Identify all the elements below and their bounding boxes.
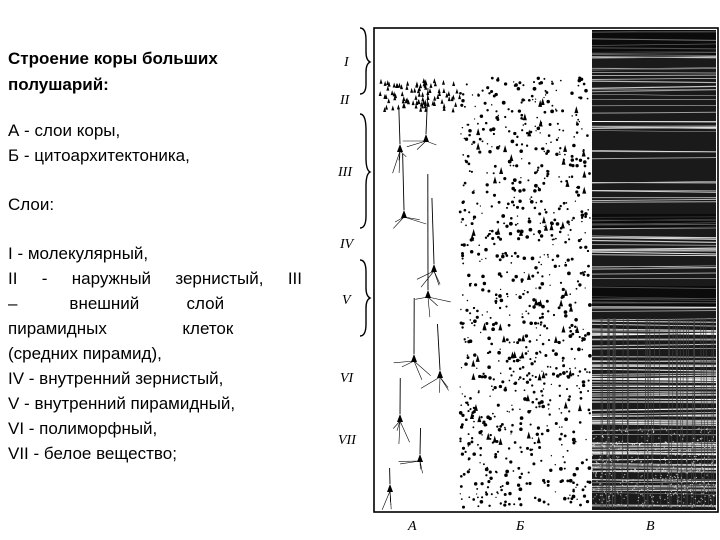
column-b-cells [458,76,592,509]
layer-desc-3: – внешний слой [8,294,225,313]
layer-label-6: VI [340,371,355,386]
layer-brackets [359,27,372,337]
layers-heading: Слои: [8,195,55,214]
bracket-layer-5 [359,259,372,337]
layer-desc-7: V - внутренний пирамидный, [8,394,236,413]
column-label-v: В [646,519,655,534]
layer-label-1: I [343,55,350,70]
layer-label-7: VII [338,433,357,448]
column-v-fibers [591,30,717,510]
legend-line-b: Б - цитоархитектоника, [8,146,190,165]
columns-frame [373,27,719,513]
layer-label-3: III [337,165,353,180]
layer-label-4: IV [339,237,355,252]
slide-title: Строение коры больших полушарий: [8,49,218,94]
cortex-figure: I II III IV V VI VII А Б В [330,18,720,540]
legend-line-a: А - слои коры, [8,121,121,140]
layer-desc-2: II - наружный зернистый, III [8,269,302,288]
column-label-b: Б [515,519,524,534]
cortex-illustration: I II III IV V VI VII А Б В [337,27,719,534]
text-panel: Строение коры больших полушарий: А - сло… [8,46,302,466]
layer-label-5: V [342,293,352,308]
layer-desc-5: (средних пирамид), [8,344,162,363]
layer-desc-8: VI - полиморфный, [8,419,158,438]
column-a-neurons [378,78,462,510]
layer-desc-4: пирамидных клеток [8,319,234,338]
column-label-a: А [407,519,417,534]
layer-label-2: II [339,93,351,108]
layer-desc-9: VII - белое вещество; [8,444,177,463]
bracket-layer-1 [359,27,372,95]
bracket-layer-3 [359,113,372,229]
layer-desc-6: IV - внутренний зернистый, [8,369,224,388]
layer-desc-1: I - молекулярный, [8,244,149,263]
